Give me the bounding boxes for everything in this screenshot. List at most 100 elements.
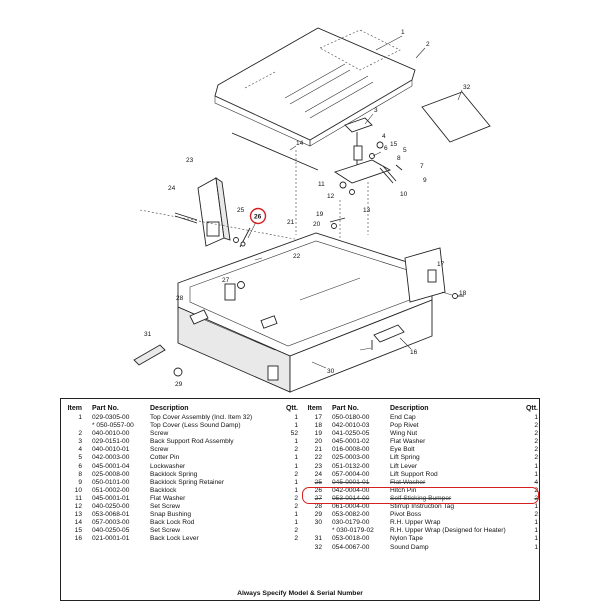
quantity: 2	[294, 446, 298, 455]
callout-17: 17	[437, 261, 445, 268]
item-number: 19	[314, 430, 322, 438]
item-number: 3	[78, 438, 82, 446]
description: R.H. Upper Wrap (Designed for Heater)	[390, 527, 526, 536]
description: Back Lock Rod	[150, 519, 286, 528]
top-cover-part	[214, 27, 416, 147]
item-number: 1	[78, 414, 82, 421]
description: Top Cover (Less Sound Damp)	[150, 422, 286, 431]
part-number: 042-0003-00	[92, 454, 130, 462]
item-number: 12	[74, 503, 82, 511]
part-number: 057-0004-00	[332, 470, 370, 478]
stirrup-tag-part	[189, 309, 209, 325]
quantity: 1	[534, 527, 538, 536]
callout-2: 2	[426, 41, 430, 48]
quantity: 1	[534, 535, 538, 544]
part-number: 042-0004-00	[332, 486, 370, 494]
header-item: Item	[307, 405, 322, 412]
table-header: Item Part No. Description Qtt.	[304, 403, 540, 414]
table-row: 3 029-0151-00 Back Support Rod Assembly 1	[64, 438, 300, 447]
item-number: 15	[74, 527, 82, 535]
part-number: 025-0003-00	[332, 454, 370, 462]
bumper-part	[237, 281, 245, 289]
description: Back Support Rod Assembly	[150, 438, 286, 447]
quantity: 1	[534, 543, 538, 552]
callout-25: 25	[237, 207, 245, 214]
quantity: 1	[294, 454, 298, 463]
quantity: 4	[534, 478, 538, 487]
description: Back Lock Lever	[150, 535, 286, 544]
sound-damp-part	[421, 91, 491, 143]
part-number: 040-0250-00	[92, 503, 130, 511]
callout-8: 8	[397, 155, 401, 162]
callout-24: 24	[168, 185, 176, 192]
callout-12: 12	[327, 193, 335, 200]
item-number: 14	[74, 519, 82, 527]
quantity: 2	[294, 503, 298, 512]
description: Cotter Pin	[150, 454, 286, 463]
quantity: 1	[294, 414, 298, 423]
quantity: 1	[534, 519, 538, 528]
description: Set Screw	[150, 527, 286, 536]
hitch-pin-row-highlight	[302, 487, 539, 504]
part-number: 050-0180-00	[332, 414, 370, 421]
item-number: 28	[314, 503, 322, 511]
part-number: 029-0151-00	[92, 438, 130, 446]
leader-lines	[247, 35, 463, 369]
quantity: 2	[534, 430, 538, 439]
part-number: 029-0305-00	[92, 414, 130, 421]
description: Eye Bolt	[390, 446, 526, 455]
description: Flat Washer	[390, 438, 526, 447]
part-number: 057-0003-00	[92, 519, 130, 527]
quantity: 1	[294, 511, 298, 520]
callout-labels: 1 2 32 14 3 4 5 6 7 8 9 10 11 12 13 15 1…	[144, 29, 471, 388]
header-qty: Qtt.	[285, 405, 298, 412]
part-number: 053-0014-00	[332, 494, 370, 502]
parts-list-table: Item Part No. Description Qtt. 1 029-0305…	[60, 398, 540, 601]
quantity: 1	[294, 438, 298, 447]
item-number: 25	[314, 478, 322, 486]
callout-7: 7	[420, 163, 424, 170]
callout-30: 30	[327, 368, 335, 375]
callout-31: 31	[144, 331, 152, 338]
base-frame-part	[177, 232, 446, 393]
item-number: 30	[314, 519, 322, 527]
item-number: 27	[314, 494, 322, 502]
item-number: 18	[314, 422, 322, 430]
part-number: 045-0001-01	[92, 494, 130, 502]
part-number: 045-0001-01	[332, 478, 370, 486]
description: End Cap	[390, 414, 526, 423]
part-number: 051-0132-00	[332, 462, 370, 470]
quantity: 2	[294, 470, 298, 479]
description: Lift Support Rod	[390, 470, 526, 479]
part-number: 045-0001-02	[332, 438, 370, 446]
description: Snap Bushing	[150, 511, 286, 520]
exploded-parts-diagram: 1 2 32 14 3 4 5 6 7 8 9 10 11 12 13 15 1…	[133, 27, 491, 393]
callout-6: 6	[384, 145, 388, 152]
item-number: 26	[314, 486, 322, 494]
item-number: 11	[75, 494, 82, 502]
part-number: 040-0010-00	[92, 430, 130, 438]
item-number: 8	[78, 470, 82, 478]
description: Top Cover Assembly (Incl. Item 32)	[150, 414, 286, 423]
callout-15: 15	[390, 141, 398, 148]
item-number: 21	[314, 446, 322, 454]
quantity: 1	[294, 486, 298, 495]
description: Nylon Tape	[390, 535, 526, 544]
description: Lift Spring	[390, 454, 526, 463]
table-row: 1 029-0305-00 Top Cover Assembly (Incl. It…	[64, 414, 300, 423]
callout-29: 29	[175, 381, 183, 388]
header-description: Description	[390, 405, 429, 412]
description: Self Sticking Bumper	[390, 494, 526, 504]
item-number: 29	[314, 511, 322, 519]
